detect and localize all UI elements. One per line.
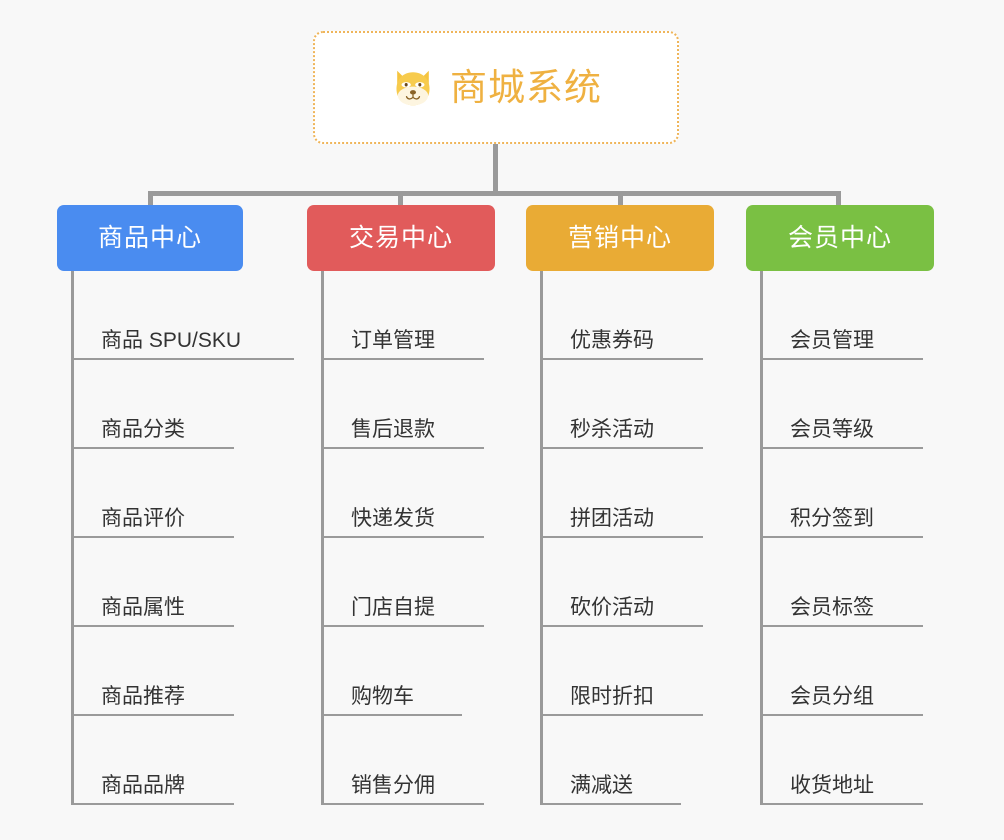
leaf-label: 商品 SPU/SKU bbox=[101, 329, 242, 352]
leaf-item[interactable]: 积分签到 bbox=[763, 449, 946, 538]
leaf-underline bbox=[324, 803, 484, 805]
branch-header-2[interactable]: 营销中心 bbox=[526, 205, 714, 271]
leaf-item[interactable]: 商品评价 bbox=[74, 449, 257, 538]
connector-branch-vertical-0 bbox=[148, 191, 153, 207]
leaf-label: 会员管理 bbox=[790, 329, 874, 352]
leaf-underline bbox=[543, 447, 703, 449]
leaf-item[interactable]: 购物车 bbox=[324, 627, 507, 716]
connector-branch-vertical-3 bbox=[836, 191, 841, 207]
leaf-item[interactable]: 收货地址 bbox=[763, 716, 946, 805]
branch-header-label-3: 会员中心 bbox=[787, 223, 892, 252]
branch-column-3: 会员中心 会员管理 会员等级 积分签到 会员标签 会员分组 bbox=[746, 205, 946, 805]
leaf-underline bbox=[74, 625, 234, 627]
leaf-underline bbox=[543, 714, 703, 716]
leaf-underline bbox=[324, 358, 484, 360]
leaf-label: 门店自提 bbox=[351, 596, 435, 619]
leaf-label: 满减送 bbox=[570, 774, 633, 797]
connector-horizontal-bus bbox=[150, 191, 841, 196]
leaf-item[interactable]: 商品分类 bbox=[74, 360, 257, 449]
leaf-item[interactable]: 优惠券码 bbox=[543, 271, 726, 360]
leaf-underline bbox=[763, 625, 923, 627]
leaf-underline bbox=[74, 447, 234, 449]
leaf-underline bbox=[74, 803, 234, 805]
shiba-dog-face-icon bbox=[396, 70, 430, 105]
branch-header-0[interactable]: 商品中心 bbox=[57, 205, 243, 271]
leaf-underline bbox=[74, 358, 294, 360]
leaf-underline bbox=[763, 358, 923, 360]
leaf-label: 收货地址 bbox=[790, 774, 874, 797]
leaf-label: 商品属性 bbox=[101, 596, 185, 619]
leaf-item[interactable]: 售后退款 bbox=[324, 360, 507, 449]
branch-header-1[interactable]: 交易中心 bbox=[307, 205, 495, 271]
leaf-item[interactable]: 秒杀活动 bbox=[543, 360, 726, 449]
leaf-label: 限时折扣 bbox=[570, 685, 654, 708]
branch-header-label-2: 营销中心 bbox=[567, 223, 672, 252]
leaf-underline bbox=[543, 536, 703, 538]
leaf-label: 积分签到 bbox=[790, 507, 874, 530]
leaf-label: 售后退款 bbox=[351, 418, 435, 441]
root-node[interactable]: 商城系统 bbox=[313, 31, 679, 144]
leaf-label: 购物车 bbox=[351, 685, 414, 708]
leaf-item[interactable]: 拼团活动 bbox=[543, 449, 726, 538]
branch-column-0: 商品中心 商品 SPU/SKU 商品分类 商品评价 商品属性 商品推荐 bbox=[57, 205, 294, 805]
leaf-label: 拼团活动 bbox=[570, 507, 654, 530]
leaf-item[interactable]: 会员等级 bbox=[763, 360, 946, 449]
leaf-item[interactable]: 会员分组 bbox=[763, 627, 946, 716]
connector-root-vertical bbox=[493, 144, 498, 194]
branch-header-label-1: 交易中心 bbox=[348, 223, 453, 252]
leaf-label: 快递发货 bbox=[351, 507, 435, 530]
leaf-underline bbox=[324, 714, 462, 716]
leaf-item[interactable]: 销售分佣 bbox=[324, 716, 507, 805]
leaf-underline bbox=[324, 625, 484, 627]
leaf-list-0: 商品 SPU/SKU 商品分类 商品评价 商品属性 商品推荐 商品品牌 bbox=[71, 271, 294, 805]
leaf-item[interactable]: 商品推荐 bbox=[74, 627, 257, 716]
leaf-label: 销售分佣 bbox=[351, 774, 435, 797]
leaf-label: 会员等级 bbox=[790, 418, 874, 441]
leaf-label: 秒杀活动 bbox=[570, 418, 654, 441]
leaf-underline bbox=[543, 358, 703, 360]
leaf-label: 订单管理 bbox=[351, 329, 435, 352]
connector-branch-vertical-2 bbox=[618, 191, 623, 207]
leaf-item[interactable]: 会员标签 bbox=[763, 538, 946, 627]
connector-branch-vertical-1 bbox=[398, 191, 403, 207]
leaf-item[interactable]: 快递发货 bbox=[324, 449, 507, 538]
leaf-underline bbox=[324, 447, 484, 449]
leaf-item[interactable]: 会员管理 bbox=[763, 271, 946, 360]
leaf-underline bbox=[74, 714, 234, 716]
leaf-item[interactable]: 订单管理 bbox=[324, 271, 507, 360]
leaf-list-3: 会员管理 会员等级 积分签到 会员标签 会员分组 收货地址 bbox=[760, 271, 946, 805]
leaf-item[interactable]: 满减送 bbox=[543, 716, 726, 805]
branch-column-1: 交易中心 订单管理 售后退款 快递发货 门店自提 购物车 bbox=[307, 205, 507, 805]
leaf-label: 会员分组 bbox=[790, 685, 874, 708]
leaf-item[interactable]: 限时折扣 bbox=[543, 627, 726, 716]
leaf-underline bbox=[763, 714, 923, 716]
leaf-item[interactable]: 商品属性 bbox=[74, 538, 257, 627]
leaf-item[interactable]: 门店自提 bbox=[324, 538, 507, 627]
leaf-label: 商品推荐 bbox=[101, 685, 185, 708]
leaf-underline bbox=[763, 447, 923, 449]
leaf-label: 商品分类 bbox=[101, 418, 185, 441]
leaf-underline bbox=[543, 625, 703, 627]
leaf-label: 砍价活动 bbox=[570, 596, 654, 619]
leaf-item[interactable]: 商品品牌 bbox=[74, 716, 257, 805]
leaf-underline bbox=[324, 536, 484, 538]
branch-column-2: 营销中心 优惠券码 秒杀活动 拼团活动 砍价活动 限时折扣 bbox=[526, 205, 726, 805]
leaf-underline bbox=[543, 803, 681, 805]
branch-header-label-0: 商品中心 bbox=[97, 223, 202, 252]
leaf-label: 商品评价 bbox=[101, 507, 185, 530]
leaf-item[interactable]: 商品 SPU/SKU bbox=[74, 271, 294, 360]
leaf-item[interactable]: 砍价活动 bbox=[543, 538, 726, 627]
leaf-list-1: 订单管理 售后退款 快递发货 门店自提 购物车 销售分佣 bbox=[321, 271, 507, 805]
leaf-underline bbox=[763, 803, 923, 805]
leaf-label: 会员标签 bbox=[790, 596, 874, 619]
leaf-label: 商品品牌 bbox=[101, 774, 185, 797]
leaf-list-2: 优惠券码 秒杀活动 拼团活动 砍价活动 限时折扣 满减送 bbox=[540, 271, 726, 805]
leaf-label: 优惠券码 bbox=[570, 329, 654, 352]
branch-header-3[interactable]: 会员中心 bbox=[746, 205, 934, 271]
root-label: 商城系统 bbox=[450, 67, 602, 108]
leaf-underline bbox=[763, 536, 923, 538]
leaf-underline bbox=[74, 536, 234, 538]
